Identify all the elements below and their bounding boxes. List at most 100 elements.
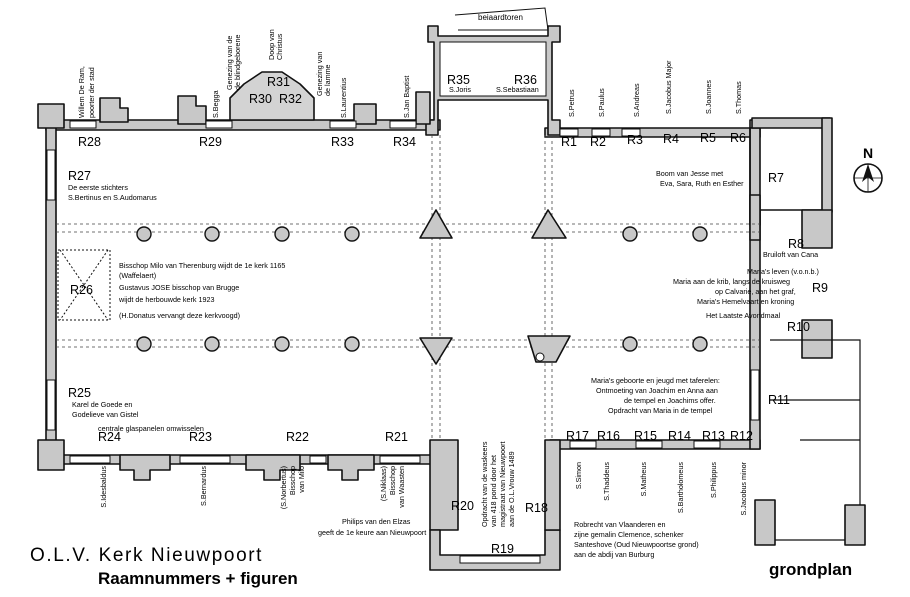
fig-r32-line1: Genezing van — [315, 52, 324, 96]
label-r24: R24 — [98, 430, 121, 444]
fig-r18-line1: Opdracht van de waskeers — [480, 441, 489, 527]
fig-r10: Het Laatste Avondmaal — [706, 311, 781, 320]
label-r33: R33 — [331, 135, 354, 149]
label-r32: R32 — [279, 92, 302, 106]
compass-icon: N — [853, 145, 883, 193]
label-r10: R10 — [787, 320, 810, 334]
label-r6: R6 — [730, 131, 746, 145]
label-r1: R1 — [561, 135, 577, 149]
fig-r9-line4: Maria's Hemelvaart en kroning — [697, 297, 794, 306]
fig-r26-line1: Bisschop Milo van Therenburg wijdt de 1e… — [119, 261, 285, 270]
fig-r24-saint: S.Idesbaldus — [99, 466, 108, 508]
fig-r31-line2: Christus — [275, 33, 284, 60]
label-r12: R12 — [730, 429, 753, 443]
label-r29: R29 — [199, 135, 222, 149]
fig-r18-line4: aan de O.L.Vrouw 1489 — [507, 451, 516, 527]
label-r4: R4 — [663, 132, 679, 146]
plan-label: grondplan — [769, 560, 852, 579]
fig-r21-line1: (S.Niklaas) — [379, 466, 388, 501]
label-r22: R22 — [286, 430, 309, 444]
label-r28: R28 — [78, 135, 101, 149]
nave-arcade-south — [56, 339, 760, 348]
label-r2: R2 — [590, 135, 606, 149]
fig-r26-line3: Gustavus JOSE bisschop van Brugge — [119, 283, 239, 292]
fig-r23-saint: S.Bernardus — [199, 466, 208, 506]
fig-r27-line2: S.Bertinus en S.Audomarus — [68, 193, 157, 202]
label-r9: R9 — [812, 281, 828, 295]
fig-south-saint-4: S.Bartholomeus — [676, 462, 685, 514]
fig-r11-line4: Opdracht van Maria in de tempel — [608, 406, 713, 415]
east-buttress-r9 — [801, 319, 833, 359]
label-r27: R27 — [68, 169, 91, 183]
fig-r22-line1: (S.Norbertus) — [279, 466, 288, 509]
fig-r34: S.Jan Baptist — [402, 76, 411, 118]
page-title: O.L.V. Kerk Nieuwpoort — [30, 545, 263, 566]
fig-r30-line1: Genezing van de — [225, 36, 234, 90]
nave-columns — [136, 226, 708, 352]
label-r30: R30 — [249, 92, 272, 106]
label-r35: R35 — [447, 73, 470, 87]
label-r11: R11 — [768, 393, 790, 407]
label-r26: R26 — [70, 283, 93, 297]
east-buttress-r8 — [801, 209, 833, 249]
fig-north-saint-4: S.Jacobus Major — [664, 60, 673, 114]
fig-north-saint-1: S.Petrus — [567, 89, 576, 117]
fig-north-saint-6: S.Thomas — [734, 81, 743, 114]
south-porch-east — [544, 439, 561, 531]
fig-r18-line2: van 418 pond door het — [489, 455, 498, 527]
label-r3: R3 — [627, 133, 643, 147]
fig-r21-line3: van Waasten — [397, 466, 406, 508]
fig-north-saint-2: S.Paulus — [597, 88, 606, 117]
pulpit-marker — [535, 352, 545, 362]
west-door — [57, 249, 111, 321]
compass-north-label: N — [863, 145, 873, 161]
fig-r11-line3: de tempel en Joachims offer. — [624, 396, 716, 405]
label-r36: R36 — [514, 73, 537, 87]
fig-south-saint-2: S.Thaddeus — [602, 462, 611, 501]
figure-texts: beiaardtoren S.Joris S.Sebastiaan Willem… — [68, 13, 819, 559]
fig-r19-line2: zijne gemalin Clemence, schenker — [574, 530, 684, 539]
south-buttresses — [37, 439, 459, 531]
label-r13: R13 — [702, 429, 725, 443]
label-r20: R20 — [451, 499, 474, 513]
label-r15: R15 — [634, 429, 657, 443]
fig-r22-line3: van Milo — [297, 466, 306, 493]
fig-r26-line4: wijdt de herbouwde kerk 1923 — [118, 295, 215, 304]
fig-r32-line2: de lamme — [323, 64, 332, 96]
fig-r19-line4: aan de abdij van Burburg — [574, 550, 654, 559]
fig-r20-line2: geeft de 1e keure aan Nieuwpoort — [318, 528, 426, 537]
fig-r9-line1: Maria's leven (v.o.n.b.) — [747, 267, 819, 276]
fig-r9-line2: Maria aan de krib, langs de kruisweg — [673, 277, 790, 286]
fig-r25-line2: Godelieve van Gistel — [72, 410, 139, 419]
fig-r7-line2: Eva, Sara, Ruth en Esther — [660, 179, 744, 188]
window-slits — [46, 120, 760, 564]
fig-r22-line2: Bisschop — [288, 466, 297, 495]
fig-r28-line2: poorter der stad — [87, 67, 96, 118]
label-r23: R23 — [189, 430, 212, 444]
fig-r35: S.Joris — [449, 85, 471, 94]
fig-r11-line1: Maria's geboorte en jeugd met taferelen: — [591, 376, 720, 385]
window-labels: R1 R2 R3 R4 R5 R6 R7 R8 R9 R10 R11 R12 R… — [68, 73, 828, 556]
fig-r8: Bruiloft van Cana — [763, 250, 818, 259]
page-subtitle: Raamnummers + figuren — [98, 569, 298, 588]
label-r25: R25 — [68, 386, 91, 400]
fig-r33: S.Laurentius — [339, 77, 348, 118]
fig-south-saint-1: S.Simon — [574, 462, 583, 489]
crossing-pier-sw — [419, 337, 453, 365]
label-r5: R5 — [700, 131, 716, 145]
fig-r36: S.Sebastiaan — [496, 85, 539, 94]
fig-south-saint-3: S.Matheus — [639, 462, 648, 497]
fig-r7-line1: Boom van Jesse met — [656, 169, 723, 178]
fig-r29: S.Begga — [211, 90, 220, 118]
crossing-pier-se — [527, 335, 571, 363]
label-r17: R17 — [566, 429, 589, 443]
label-r7: R7 — [768, 171, 784, 185]
label-r31: R31 — [267, 75, 290, 89]
fig-r11-line2: Ontmoeting van Joachim en Anna aan — [596, 386, 718, 395]
fig-r26-line5: (H.Donatus vervangt deze kerkvoogd) — [119, 311, 240, 320]
tower-inner — [439, 41, 547, 97]
fig-r27-line1: De eerste stichters — [68, 183, 128, 192]
label-r14: R14 — [668, 429, 691, 443]
fig-north-saint-5: S.Joannes — [704, 80, 713, 114]
